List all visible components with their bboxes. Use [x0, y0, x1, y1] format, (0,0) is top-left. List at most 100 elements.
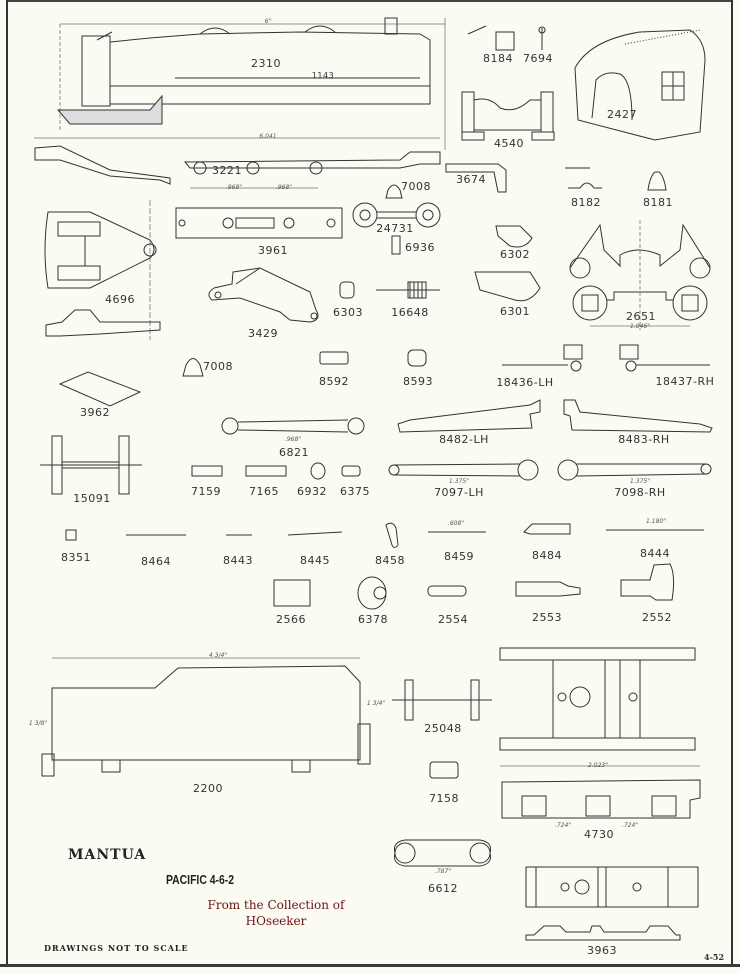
dimension-label: .968": [225, 184, 243, 191]
screw-7165-drawing: [245, 465, 287, 477]
tender-drawing: [41, 657, 371, 777]
part-label: 6612: [428, 882, 458, 895]
part-label: 6821: [279, 446, 309, 459]
dimension-label: .724": [621, 822, 639, 829]
part-label: 16648: [391, 306, 429, 319]
wheelset-25048-drawing: [392, 679, 492, 721]
dimension-label: .608": [447, 520, 465, 527]
page-border-top: [6, 0, 733, 2]
dimension-label: .787": [434, 868, 452, 875]
dimension-label: 6": [264, 18, 272, 25]
lever-8484-drawing: [523, 523, 571, 535]
pilot-truck-drawing: [569, 220, 711, 330]
credit-line-2: HOseeker: [245, 914, 307, 928]
part-label: 3963: [587, 944, 617, 957]
spring-7008-mid-drawing: [182, 358, 204, 377]
part-label: 8184: [483, 52, 513, 65]
page-number: 4-52: [704, 952, 725, 962]
part-label: 7165: [249, 485, 279, 498]
crank-8458-drawing: [385, 522, 399, 548]
sleeve-8592-drawing: [319, 351, 349, 365]
part-label: 2553: [532, 611, 562, 624]
part-label: 8445: [300, 554, 330, 567]
hanger-lh-drawing: [397, 399, 541, 433]
part-label: 7097-LH: [434, 486, 484, 499]
part-label: 2552: [642, 611, 672, 624]
part-label: 8182: [571, 196, 601, 209]
dimension-label: 1.375": [449, 478, 469, 485]
part-label: 7158: [429, 792, 459, 805]
dimension-label: 6.041: [259, 133, 277, 140]
rod-6821-drawing: [221, 417, 365, 435]
bushing-6303-drawing: [339, 281, 355, 299]
plate-3961-drawing: [175, 207, 343, 239]
hanger-rh-drawing: [563, 399, 713, 433]
part-label: 8443: [223, 554, 253, 567]
strap-8182-drawing: [565, 167, 602, 189]
part-label: 2554: [438, 613, 468, 626]
saddle-drawing: [461, 91, 555, 141]
part-label: 24731: [376, 222, 414, 235]
pin-8351-drawing: [65, 529, 77, 541]
dimension-label: 2.023": [588, 762, 608, 769]
part-label: 8484: [532, 549, 562, 562]
part-label: 15091: [73, 492, 111, 505]
link-6612-drawing: [394, 839, 491, 867]
screw-7158-drawing: [429, 761, 459, 779]
drawbar-2552-drawing: [620, 563, 675, 601]
dimension-label: 1.375": [630, 478, 650, 485]
pulley-6378-drawing: [357, 576, 387, 610]
part-label: 3221: [212, 164, 242, 177]
plate-3962-drawing: [58, 371, 142, 407]
pin-6936-drawing: [391, 235, 401, 255]
motor-mount-drawing: [208, 267, 319, 323]
crosshead-rh-drawing: [619, 344, 710, 372]
part-label: 2566: [276, 613, 306, 626]
part-label: 6301: [500, 305, 530, 318]
washer-6932-drawing: [310, 462, 326, 480]
part-label: 6302: [500, 248, 530, 261]
part-label: 7008: [203, 360, 233, 373]
trailing-truck-drawing: [44, 200, 161, 340]
part-label: 8458: [375, 554, 405, 567]
collection-credit: From the Collection of HOseeker: [208, 897, 345, 929]
part-label: 7098-RH: [614, 486, 666, 499]
dimension-label: 1.046": [630, 323, 650, 330]
bracket-3674-drawing: [445, 163, 507, 193]
frame-drawing: [34, 137, 441, 189]
block-2566-drawing: [273, 579, 311, 607]
boiler-drawing: [56, 17, 446, 150]
main-rod-lh-drawing: [388, 459, 539, 481]
model-title: PACIFIC 4-6-2: [166, 872, 234, 887]
part-label: 4540: [494, 137, 524, 150]
part-label: 3962: [80, 406, 110, 419]
part-label: 7008: [401, 180, 431, 193]
part-label: 8351: [61, 551, 91, 564]
page-border-right: [731, 0, 733, 966]
screw-7159-drawing: [191, 465, 223, 477]
main-rod-rh-drawing: [557, 459, 712, 481]
page-border-bottom: [0, 964, 740, 967]
cab-drawing: [574, 29, 706, 141]
part-label: 8459: [444, 550, 474, 563]
part-label: 7694: [523, 52, 553, 65]
dimension-label: 1 3/8": [28, 720, 48, 727]
part-label: 2310: [251, 57, 281, 70]
bearing-6302-drawing: [495, 225, 533, 248]
part-label: 6932: [297, 485, 327, 498]
sleeve-6375-drawing: [341, 465, 361, 477]
part-label: 18436-LH: [496, 376, 554, 389]
pin-2554-drawing: [427, 585, 467, 597]
plate-3963-drawing: [525, 866, 699, 941]
part-label: 3961: [258, 244, 288, 257]
worm-16648-drawing: [376, 281, 440, 299]
part-label: 6378: [358, 613, 388, 626]
part-label: 3429: [248, 327, 278, 340]
part-label: 7159: [191, 485, 221, 498]
dimension-label: 4 3/4": [208, 652, 228, 659]
credit-line-1: From the Collection of: [207, 898, 345, 912]
link-8445-drawing: [287, 531, 343, 536]
wheelset-15091-drawing: [40, 435, 142, 495]
part-label: 25048: [424, 722, 462, 735]
